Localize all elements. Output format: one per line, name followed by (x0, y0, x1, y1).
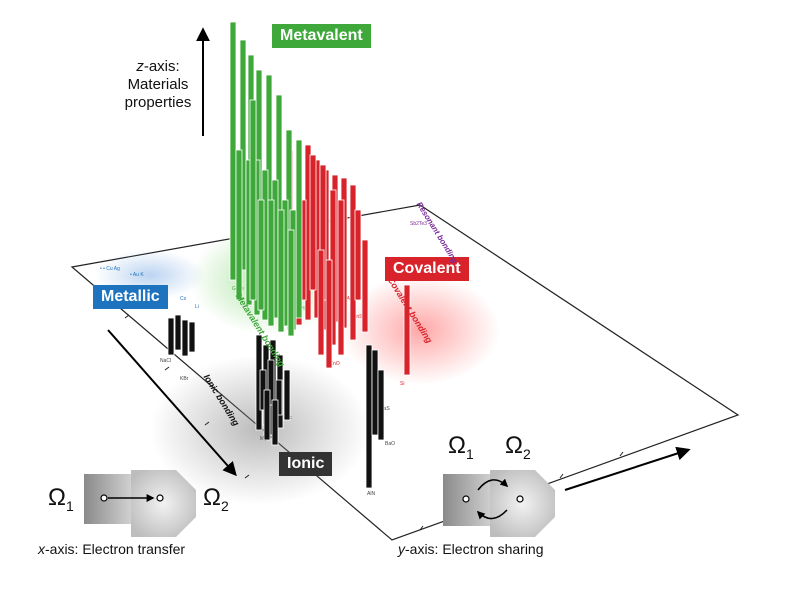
green-bar (277, 209, 285, 333)
svg-text:Cs: Cs (180, 296, 187, 302)
svg-text:AlN: AlN (367, 491, 375, 497)
omega-symbol: Ω (203, 484, 221, 511)
y-axis-arrow (564, 446, 691, 491)
x-axis-italic: x (38, 541, 45, 557)
svg-text:Sb2Te3: Sb2Te3 (410, 221, 427, 227)
omega2-left: Ω2 (203, 484, 229, 514)
red-bar (403, 284, 411, 376)
omega-symbol: Ω (448, 432, 466, 459)
black-bar (263, 389, 271, 441)
z-axis-line2: Materials (127, 76, 189, 93)
covalent-glow (340, 275, 500, 385)
metavalent-badge: Metavalent (272, 24, 371, 48)
green-bar (257, 199, 265, 311)
y-axis-italic: y (398, 541, 405, 557)
x-axis-caption: x-axis: Electron transfer (38, 541, 185, 557)
svg-text:BaO: BaO (385, 441, 395, 447)
omega-sub: 2 (522, 445, 531, 462)
z-axis-label: z-axis: Materials properties (118, 58, 198, 112)
black-bar (167, 317, 175, 356)
black-bar (377, 369, 385, 441)
svg-text:Li: Li (195, 304, 199, 310)
svg-text:Si: Si (400, 381, 404, 387)
red-bar (361, 239, 369, 333)
red-bar (354, 209, 362, 301)
svg-text:CaS: CaS (380, 406, 390, 412)
x-axis-rest: -axis: Electron transfer (45, 541, 186, 557)
red-bar (337, 199, 345, 356)
black-bar (188, 321, 196, 353)
svg-text:ZnO: ZnO (330, 361, 340, 367)
black-bar (174, 314, 182, 351)
ionic-badge: Ionic (279, 452, 333, 476)
svg-text:NaCl: NaCl (160, 358, 171, 364)
metallic-badge: Metallic (93, 285, 168, 309)
svg-text:KBr: KBr (180, 376, 189, 382)
black-bar (267, 359, 275, 406)
z-axis-italic: z (136, 58, 144, 75)
omega-sub: 1 (65, 497, 74, 514)
covalent-badge: Covalent (385, 257, 469, 281)
black-bar (365, 344, 373, 489)
omega-symbol: Ω (48, 484, 66, 511)
red-bar (317, 249, 325, 356)
black-bar (181, 319, 189, 357)
black-bar (271, 399, 279, 446)
green-bar (295, 139, 303, 319)
z-axis-rest: -axis: (143, 58, 180, 75)
omega1-left: Ω1 (48, 484, 74, 514)
property-bars (167, 21, 411, 489)
y-axis-caption: y-axis: Electron sharing (398, 541, 544, 557)
black-bar (283, 369, 291, 421)
svg-text:InSb: InSb (355, 314, 366, 320)
green-bar (249, 99, 257, 301)
omega-sub: 2 (220, 497, 229, 514)
y-axis-rest: -axis: Electron sharing (405, 541, 544, 557)
green-bar (267, 199, 275, 327)
z-axis-line3: properties (124, 94, 192, 111)
red-bar (325, 259, 333, 369)
svg-text:• • Cu Ag: • • Cu Ag (100, 266, 120, 272)
black-bar (371, 349, 379, 436)
green-bar (235, 149, 243, 301)
omega1-right: Ω1 (448, 432, 474, 462)
black-bar (275, 379, 283, 416)
omega-symbol: Ω (505, 432, 523, 459)
red-bar (309, 154, 317, 291)
electron-sharing-icon (443, 470, 555, 537)
green-bar (287, 229, 295, 337)
omega-sub: 1 (465, 445, 474, 462)
green-bar (229, 21, 237, 281)
electron-transfer-icon (84, 470, 196, 537)
x-axis-arrow (107, 329, 237, 477)
svg-text:• Au K: • Au K (130, 272, 144, 278)
omega2-right: Ω2 (505, 432, 531, 462)
